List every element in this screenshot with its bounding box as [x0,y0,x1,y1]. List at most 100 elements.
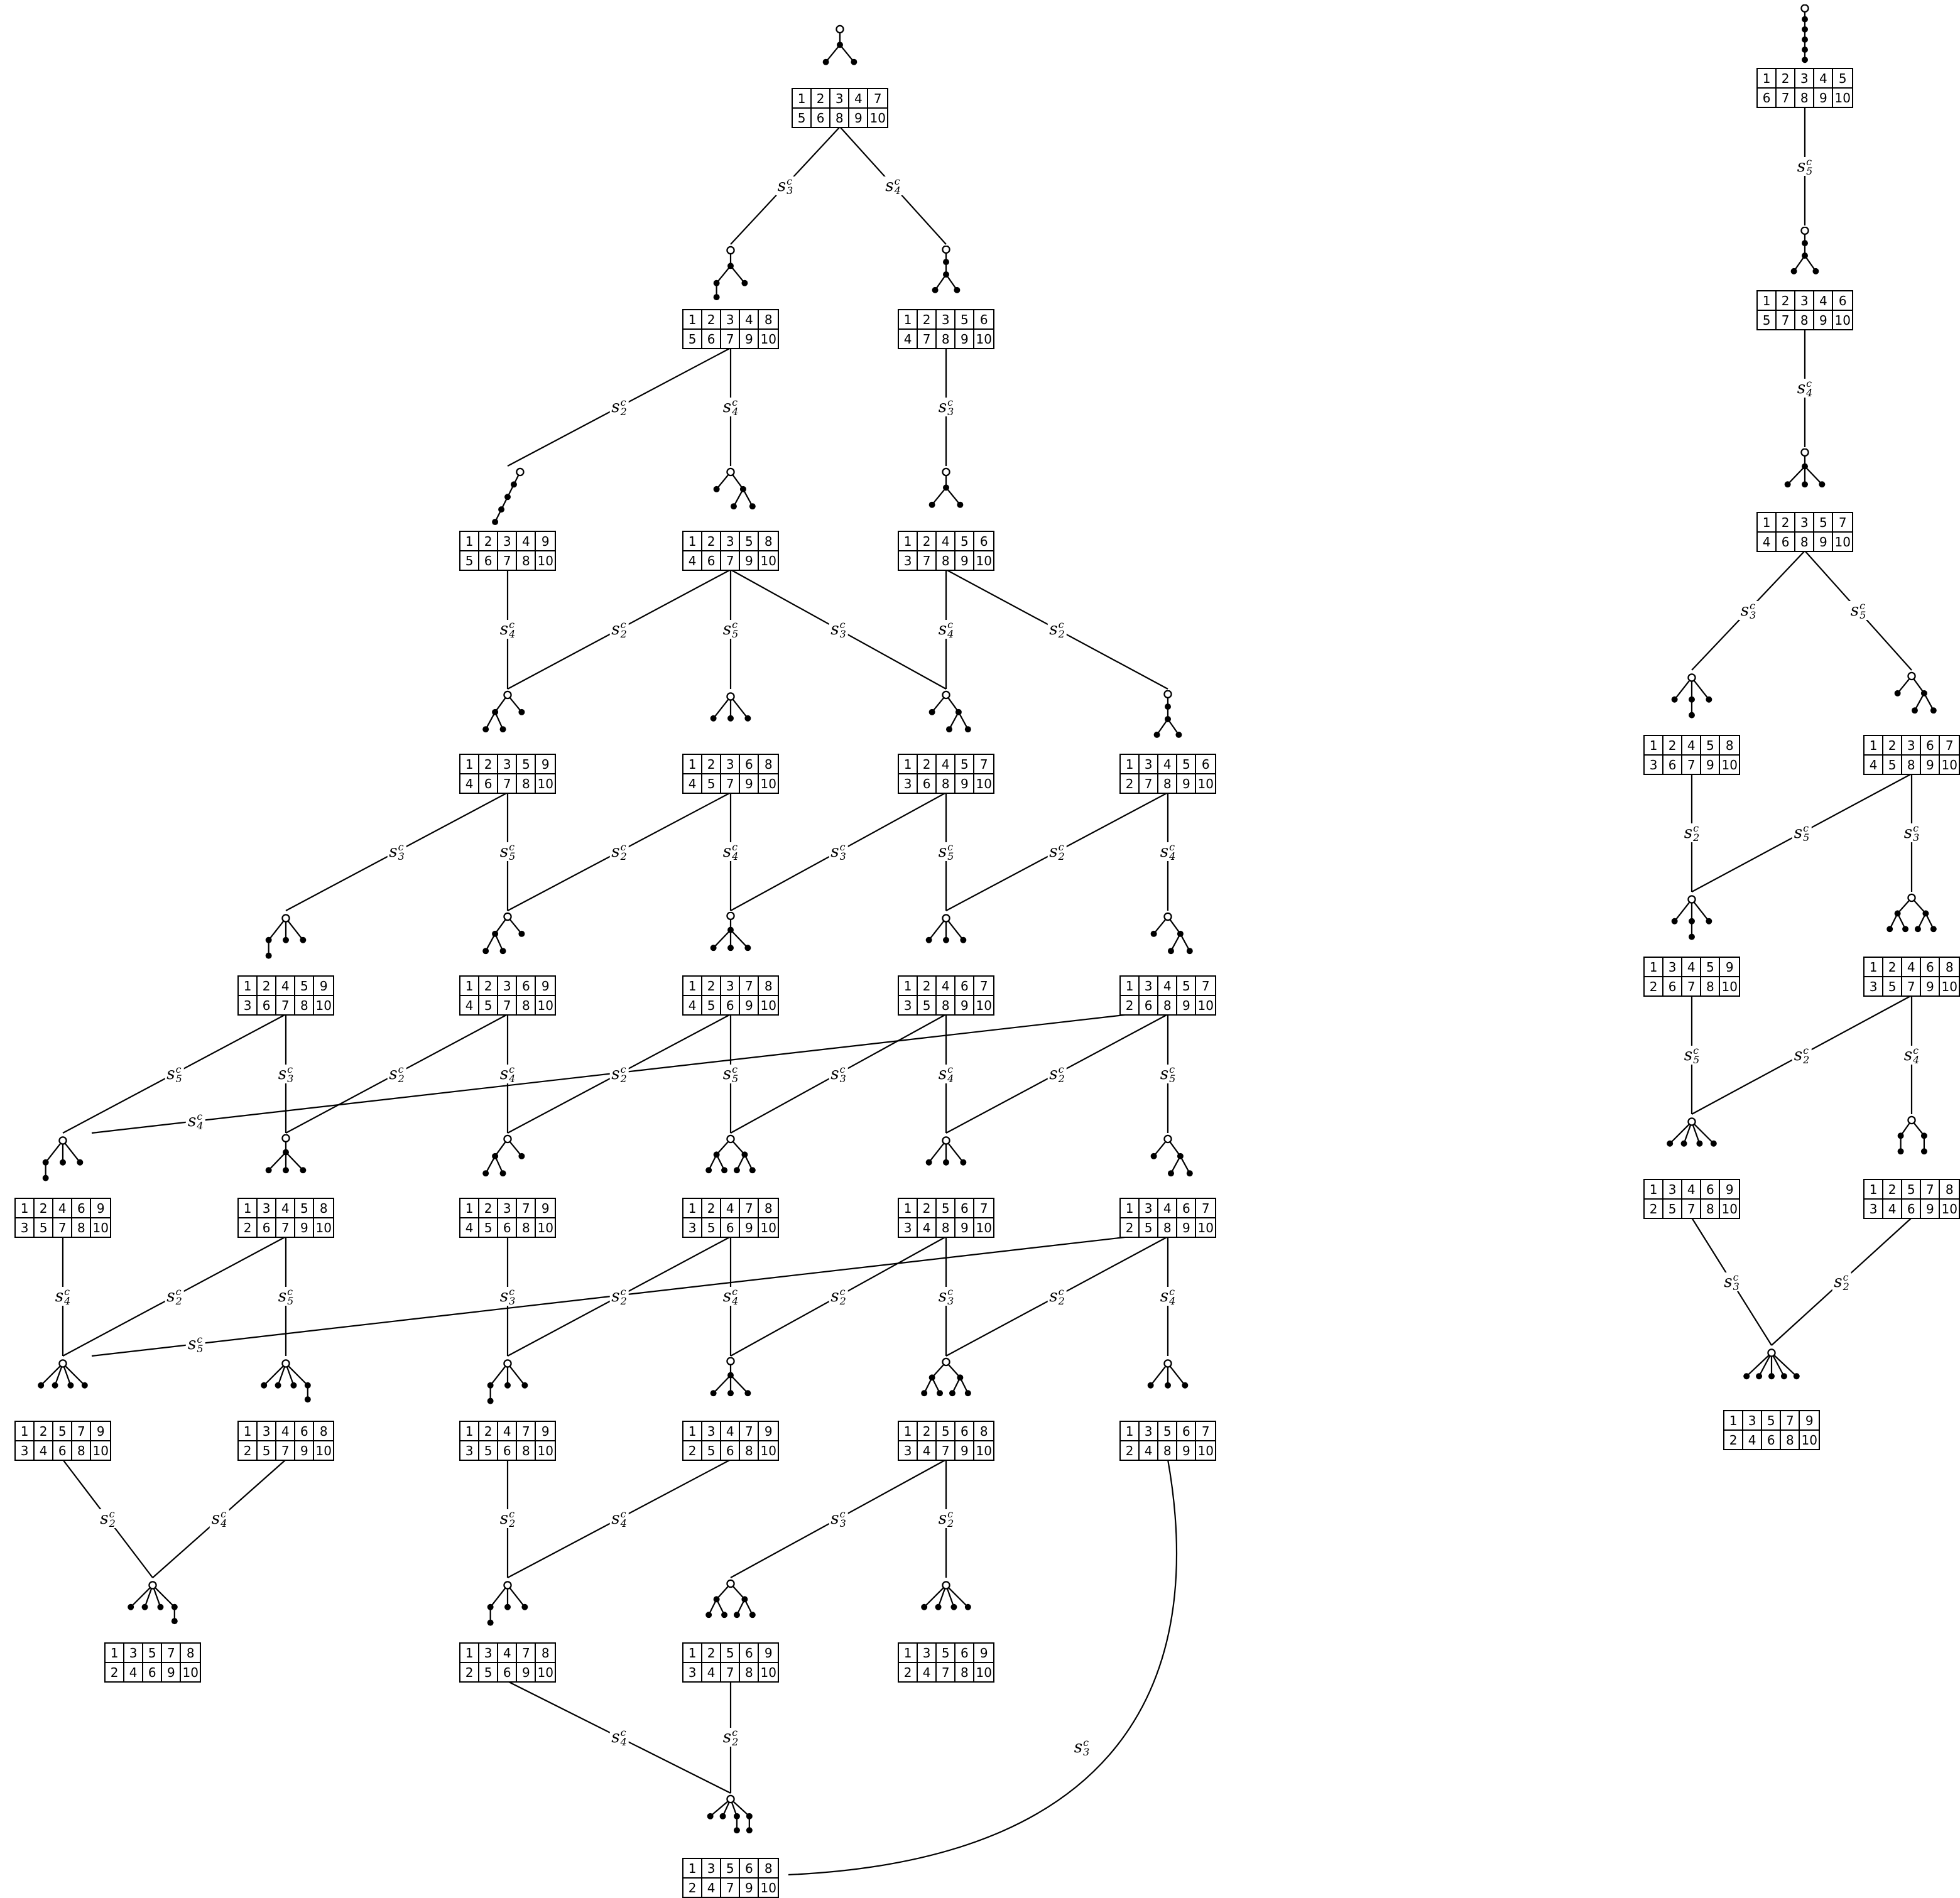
tableau-cell: 2 [478,754,499,774]
tableau-cell: 3 [1138,975,1159,996]
tableau-cell: 5 [954,531,975,551]
operator-base: s [1797,156,1806,176]
tree-leaf-node [1793,1373,1800,1380]
tableau-cell: 7 [973,975,994,996]
tree-icon [128,1581,178,1625]
tableau-cell: 1 [897,309,918,330]
tree-leaf-node [1743,1373,1750,1380]
tableau-cell: 7 [917,328,937,349]
tree-icon [822,24,858,65]
tree-leaf-node [710,715,717,722]
operator-base: s [1834,1272,1843,1291]
tableau-cell: 7 [1138,773,1159,794]
operator-base: s [1049,842,1058,861]
tree-leaf-node [1182,1382,1189,1389]
tableau-cell: 1 [459,754,480,774]
tableau-cell: 2 [1643,1198,1664,1219]
operator-base: s [1903,823,1913,842]
operator-base: s [1049,620,1058,639]
tableau-cell: 2 [701,975,722,996]
tree-icon [487,1581,528,1626]
tableau-cell: 1 [897,1642,918,1663]
tableau-cell: 7 [516,1642,536,1663]
operator-subscript: 2 [509,1517,516,1529]
tableau-cell: 6 [142,1662,163,1683]
operator-subscript: 4 [947,628,954,640]
tableau-cell: 1 [237,1421,258,1441]
operator-base: s [1740,601,1750,620]
tableau-cell: 1 [1119,754,1140,774]
tableau-cell: 6 [1138,995,1159,1016]
tableau-cell: 4 [682,550,703,571]
operator-subscript: 2 [1803,1053,1810,1066]
tableau-cell: 2 [478,1421,499,1441]
tree-root-node [942,1357,950,1367]
tree-leaf-node [943,271,949,278]
tableau-cell: 3 [497,754,518,774]
operator-subscript: 2 [947,1517,954,1529]
tree-leaf-node [731,503,737,510]
tableau-cell: 8 [1157,1440,1178,1461]
tableau-cell: 8 [739,1440,760,1461]
tableau-cell: 5 [459,550,480,571]
tableau-cell: 8 [1700,1198,1721,1219]
tree-leaf-node [1706,918,1712,925]
tableau-cell: 4 [1681,957,1702,977]
tree-leaf-node [487,1619,494,1626]
tree-leaf-node [275,1382,281,1389]
operator-superscript: c [620,1063,626,1075]
tableau-cell: 9 [90,1421,111,1441]
tree-leaf-node [171,1618,178,1625]
tableau-cell: 5 [1882,754,1903,775]
tableau-cell: 6 [917,773,937,794]
operator-base: s [1903,1045,1913,1065]
tableau-cell: 8 [1901,754,1922,775]
operator-base: s [1049,1064,1058,1083]
operator-subscript: 3 [787,184,793,197]
tableau-cell: 1 [791,88,812,109]
operator-subscript: 2 [1058,1072,1065,1085]
tableau-cell: 2 [33,1198,54,1218]
tree-leaf-node [749,1612,756,1619]
tableau-cell: 6 [720,1217,741,1238]
tableau-cell: 6 [739,1642,760,1663]
tableau-cell: 4 [1157,1198,1178,1218]
tableau-cell: 4 [1882,1198,1903,1219]
tableau-cell: 10 [1939,1198,1960,1219]
operator-superscript: c [1169,1286,1175,1298]
operator-superscript: c [1843,1271,1849,1283]
operator-subscript: 3 [1733,1280,1740,1293]
operator-subscript: 5 [732,1072,739,1085]
tree-leaf-node [1784,481,1791,488]
